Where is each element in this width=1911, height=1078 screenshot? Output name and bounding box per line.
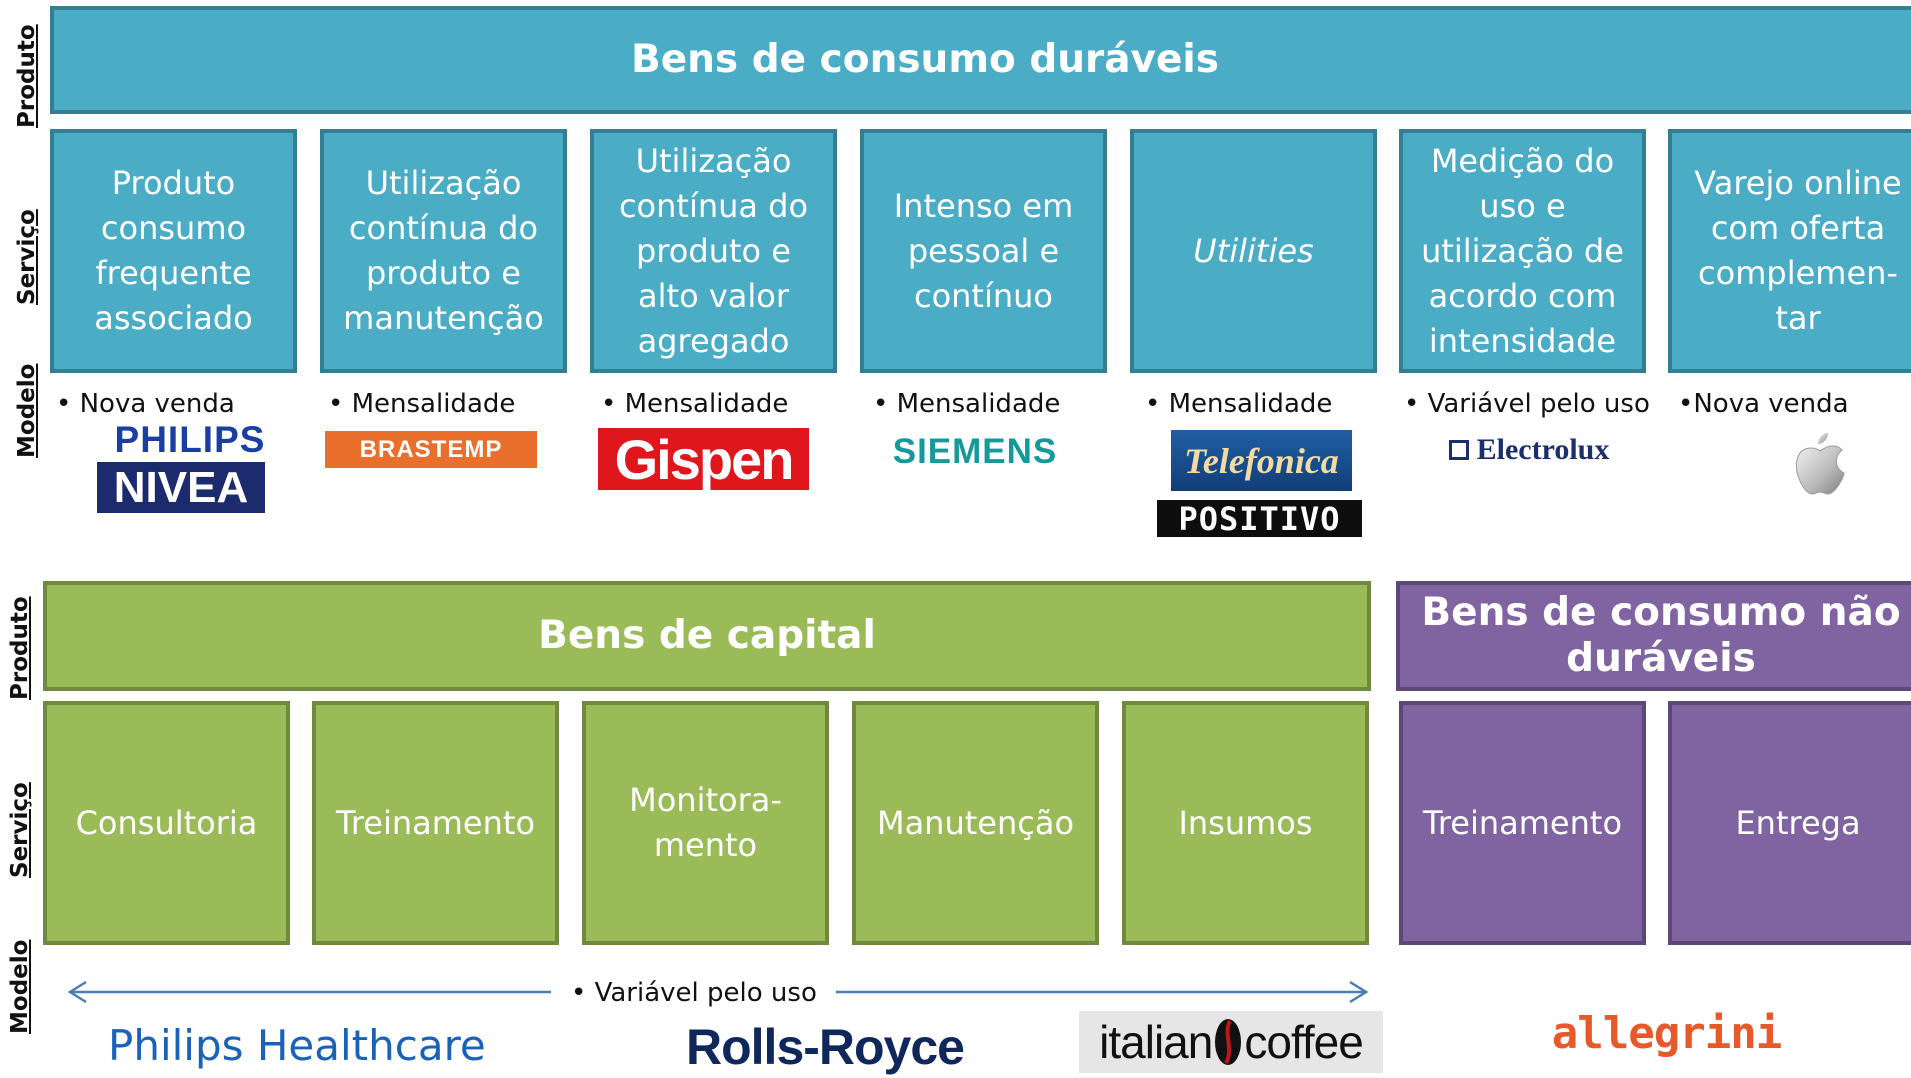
service-box-entrega: Entrega: [1668, 701, 1911, 945]
electrolux-mark-icon: [1448, 440, 1469, 460]
philips-logo: PHILIPS: [114, 419, 266, 460]
service-box-intenso-pessoal: Intenso em pessoal e contínuo: [860, 129, 1107, 373]
nondurable-banner: Bens de consumo não duráveis: [1396, 581, 1911, 691]
capital-banner: Bens de capital: [43, 581, 1371, 691]
electrolux-label: Electrolux: [1476, 433, 1610, 466]
service-box-utilities: Utilities: [1130, 129, 1377, 373]
model-label-mensalidade-4: • Mensalidade: [1145, 389, 1333, 419]
philips-healthcare-logo: Philips Healthcare: [108, 1020, 486, 1070]
electrolux-logo: Electrolux: [1432, 431, 1626, 469]
row-label-modelo-bottom: Modelo: [7, 939, 33, 1034]
siemens-logo: SIEMENS: [892, 432, 1058, 471]
service-box-monitoramento: Monitora- mento: [582, 701, 829, 945]
service-box-utilizacao-alto-valor: Utilização contínua do produto e alto va…: [590, 129, 837, 373]
service-box-consultoria: Consultoria: [43, 701, 290, 945]
row-label-servico-bottom: Serviço: [7, 782, 33, 878]
italian-coffee-logo: italian coffee: [1079, 1011, 1383, 1073]
service-box-varejo-online: Varejo online com oferta complemen- tar: [1668, 129, 1911, 373]
service-box-produto-consumo: Produto consumo frequente associado: [50, 129, 297, 373]
positivo-logo: POSITIVO: [1157, 500, 1362, 538]
telefonica-logo: Telefonica: [1171, 430, 1352, 491]
row-label-produto-top: Produto: [14, 24, 40, 128]
service-box-manutencao: Manutenção: [852, 701, 1099, 945]
italian-coffee-word-1: italian: [1099, 1016, 1213, 1068]
model-label-variavel-uso: • Variável pelo uso: [1404, 389, 1650, 419]
coffee-bean-icon: [1213, 1017, 1243, 1067]
top-banner: Bens de consumo duráveis: [50, 6, 1911, 114]
service-box-utilizacao-manutencao: Utilização contínua do produto e manuten…: [320, 129, 567, 373]
model-label-nova-venda-2: •Nova venda: [1678, 389, 1849, 419]
model-label-mensalidade-3: • Mensalidade: [873, 389, 1061, 419]
apple-logo-icon: [1792, 429, 1848, 499]
model-label-mensalidade-1: • Mensalidade: [328, 389, 516, 419]
top-banner-title: Bens de consumo duráveis: [630, 37, 1220, 82]
service-box-insumos: Insumos: [1122, 701, 1369, 945]
rolls-royce-logo: Rolls-Royce: [686, 1018, 965, 1075]
service-box-medicao-uso: Medição do uso e utilização de acordo co…: [1399, 129, 1646, 373]
nivea-logo: NIVEA: [97, 462, 265, 513]
usage-range-arrow: [66, 976, 1372, 1008]
model-label-mensalidade-2: • Mensalidade: [601, 389, 789, 419]
service-box-treinamento-nondurable: Treinamento: [1399, 701, 1646, 945]
row-label-modelo-top: Modelo: [14, 363, 40, 458]
row-label-servico-top: Serviço: [14, 209, 40, 305]
model-label-nova-venda: • Nova venda: [56, 389, 235, 419]
model-label-variavel-uso-capital: • Variável pelo uso: [571, 978, 817, 1008]
row-label-produto-bottom: Produto: [7, 596, 33, 700]
gispen-logo: Gispen: [598, 428, 809, 491]
service-box-treinamento-capital: Treinamento: [312, 701, 559, 945]
brastemp-logo: BRASTEMP: [325, 431, 537, 468]
allegrini-logo: allegrini: [1551, 1007, 1782, 1059]
italian-coffee-word-2: coffee: [1244, 1016, 1363, 1068]
